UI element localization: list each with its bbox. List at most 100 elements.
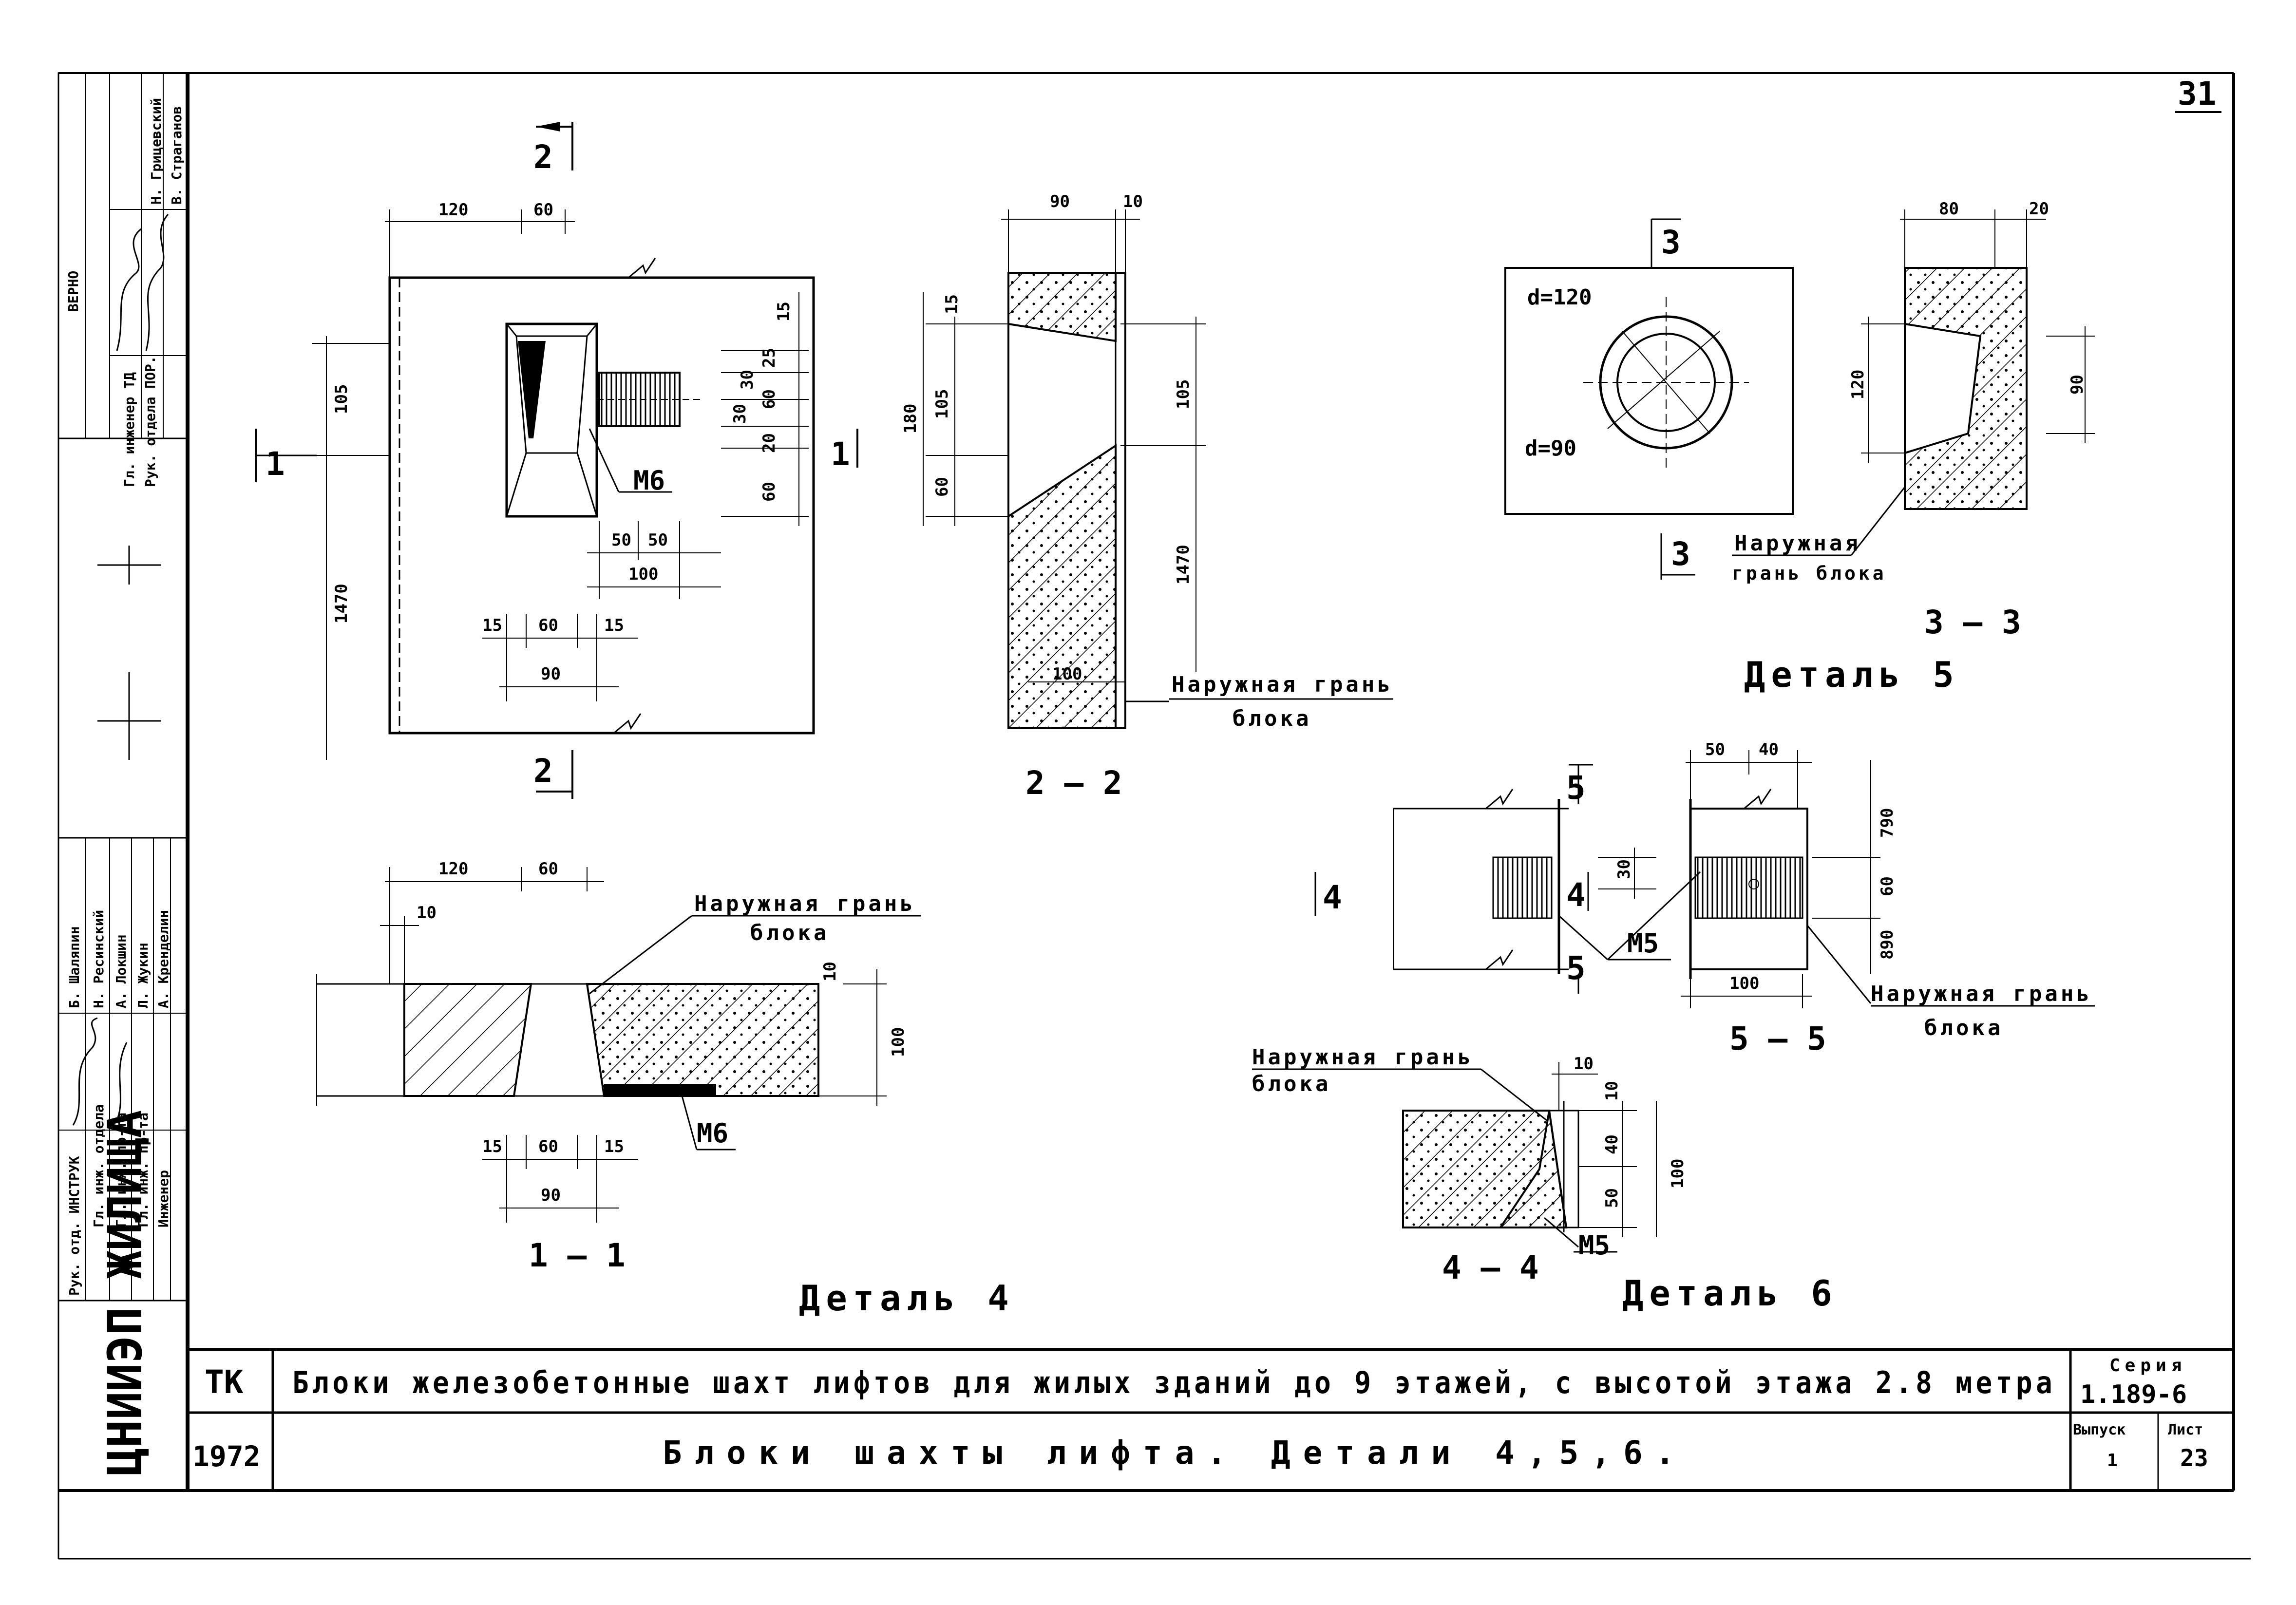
title-block: ТК 1972 Блоки железобетонные шахт лифтов… <box>188 1348 2234 1492</box>
d5-dim-80: 80 <box>1939 199 1959 219</box>
d4-dim-15: 15 <box>774 302 794 321</box>
d6-plate-section <box>1694 856 1803 919</box>
section-2-2: 90 10 15 180 105 60 105 1470 100 Наружна… <box>901 192 1393 802</box>
d6-dim-790: 790 <box>1878 808 1897 838</box>
stamp-bottom: Рук. отд. ИНСТРУК Гл. инж. отдела Гл. ин… <box>57 837 189 1302</box>
detail6-plan: 4 4 30 5 5 М5 <box>1314 764 1701 994</box>
detail4-dimensions: 120 60 105 1470 15 25 30 60 30 20 60 50 … <box>312 200 809 760</box>
s22-dim-10: 10 <box>1123 192 1143 211</box>
tb-issue-label: Выпуск <box>2073 1421 2125 1438</box>
d44-dim-10: 10 <box>1602 1081 1622 1101</box>
page-number-text: 31 <box>2178 75 2216 113</box>
org-stamp: ЦНИИЭП ЖИЛИЩА <box>98 1110 152 1476</box>
d4-dim-15b: 15 <box>604 616 624 635</box>
recess-frustum <box>505 322 598 518</box>
d4-dim-30b: 30 <box>738 370 757 390</box>
s22-dim-60: 60 <box>932 477 952 497</box>
d4-dim-15a: 15 <box>482 616 502 635</box>
section-4-4: 10 10 40 50 100 Наружная грань блока М5 … <box>1252 1045 1688 1286</box>
stamp-role-2: Рук. отдела ПОР. <box>142 356 158 487</box>
tb-title-2: Блоки шахты лифта. Детали 4,5,6. <box>663 1434 1688 1472</box>
stamp-role-1: Гл. инженер ТД <box>121 372 137 487</box>
d44-dim-50: 50 <box>1602 1188 1622 1208</box>
page-number: 31 <box>2175 75 2221 113</box>
section-2-top: 2 <box>533 138 553 176</box>
d44-face-label-2: блока <box>1252 1072 1331 1096</box>
section-3-3: 80 20 120 90 Наружная грань блока 3 — 3 <box>1732 199 2095 641</box>
tb-series-value: 1.189-6 <box>2080 1380 2187 1409</box>
stamp-b-name-4: Л. Жукин <box>135 943 151 1008</box>
d6-section-4-left: 4 <box>1323 879 1342 916</box>
s22-dim-90: 90 <box>1050 192 1070 211</box>
d4-dim-30a: 30 <box>730 404 750 424</box>
section-5-5: 50 40 790 60 890 100 Наружная грань блок… <box>1681 740 2095 1057</box>
org-name: ЦНИИЭП ЖИЛИЩА <box>98 1110 152 1476</box>
s11-dim-10r: 10 <box>820 962 840 982</box>
d44-dim-100: 100 <box>1668 1159 1688 1189</box>
section-1-1: 120 60 10 10 100 Наружная грань блока М6… <box>316 859 921 1274</box>
stamp-b-name-5: А. Кренделин <box>155 910 171 1008</box>
d44-dim-10top: 10 <box>1574 1054 1594 1074</box>
left-margin-ticks <box>97 546 161 760</box>
d5-face-label-2: грань блока <box>1732 563 1887 584</box>
section-1-left: 1 <box>266 445 285 483</box>
signature-4 <box>116 1042 128 1121</box>
d6-section-5-5: 5 — 5 <box>1729 1020 1826 1057</box>
d6-dim-100: 100 <box>1729 974 1759 993</box>
s11-face-label-1: Наружная грань <box>694 891 916 916</box>
d6-section-5-top: 5 <box>1566 769 1586 807</box>
signature-1 <box>116 228 142 351</box>
section-2-bottom: 2 <box>533 752 553 790</box>
s22-dim-1470: 1470 <box>1174 545 1193 585</box>
tb-sheet-value: 23 <box>2180 1445 2208 1472</box>
d6-plate-plan <box>1492 856 1553 919</box>
d4-dim-90: 90 <box>541 664 561 684</box>
s11-dim-60: 60 <box>538 859 558 879</box>
tb-sheet-label: Лист <box>2168 1421 2203 1438</box>
d6-section-4-right: 4 <box>1566 876 1586 914</box>
d4-dim-105: 105 <box>332 384 351 414</box>
d4-dim-60c: 60 <box>538 616 558 635</box>
d5-dim-90: 90 <box>2068 375 2087 395</box>
d4-dim-20: 20 <box>759 433 779 453</box>
detail5-plan: d=120 d=90 3 3 <box>1504 218 1794 580</box>
stamp-b-name-2: Н. Ресинский <box>91 910 107 1008</box>
stamp-b-role-1: Рук. отд. ИНСТРУК <box>66 1156 82 1296</box>
section-1-right: 1 <box>831 435 850 473</box>
s22-face-label-1: Наружная грань <box>1172 672 1393 697</box>
s11-face-label-2: блока <box>750 921 829 945</box>
signature-2 <box>145 214 169 351</box>
d4-dim-25: 25 <box>759 348 779 368</box>
d4-dim-120: 120 <box>438 200 468 220</box>
s22-dim-105: 105 <box>932 389 952 419</box>
d4-dim-60: 60 <box>533 200 553 220</box>
d6-section-4-4: 4 — 4 <box>1442 1249 1539 1286</box>
s11-dim-90: 90 <box>541 1186 561 1205</box>
detail4-m6-label: М6 <box>633 465 665 496</box>
d5-section-3-bottom: 3 <box>1671 535 1690 573</box>
d6-face-label-1: Наружная грань <box>1871 982 2092 1006</box>
d5-face-label-1: Наружная <box>1734 531 1861 556</box>
d4-dim-60a: 60 <box>759 389 779 409</box>
d6-dim-60: 60 <box>1878 876 1897 896</box>
d6-dim-40: 40 <box>1759 740 1779 759</box>
d6-m5-label: М5 <box>1627 928 1659 959</box>
d5-d-inner: d=90 <box>1525 436 1576 461</box>
d4-dim-50a: 50 <box>611 530 631 550</box>
stamp-top: ВЕРНО Гл. инженер ТД Рук. отдела ПОР. Н.… <box>57 72 189 487</box>
s11-dim-120: 120 <box>438 859 468 879</box>
d5-dim-120: 120 <box>1848 370 1868 399</box>
detail4-title: Деталь 4 <box>799 1278 1015 1319</box>
s11-plate <box>604 1084 716 1096</box>
d6-plate-4-4 <box>1499 1110 1568 1228</box>
d6-dim-890: 890 <box>1878 930 1897 960</box>
d5-dim-20: 20 <box>2029 199 2049 219</box>
s11-dim-15a: 15 <box>482 1137 502 1156</box>
detail4-plan: М6 <box>388 258 815 735</box>
stamp-name-1: Н. Грицевский <box>148 98 164 205</box>
d6-face-label-2: блока <box>1924 1016 2003 1040</box>
s22-dim-180: 180 <box>901 404 920 434</box>
s22-face-label-2: блока <box>1233 706 1311 731</box>
d44-dim-40: 40 <box>1602 1134 1622 1154</box>
